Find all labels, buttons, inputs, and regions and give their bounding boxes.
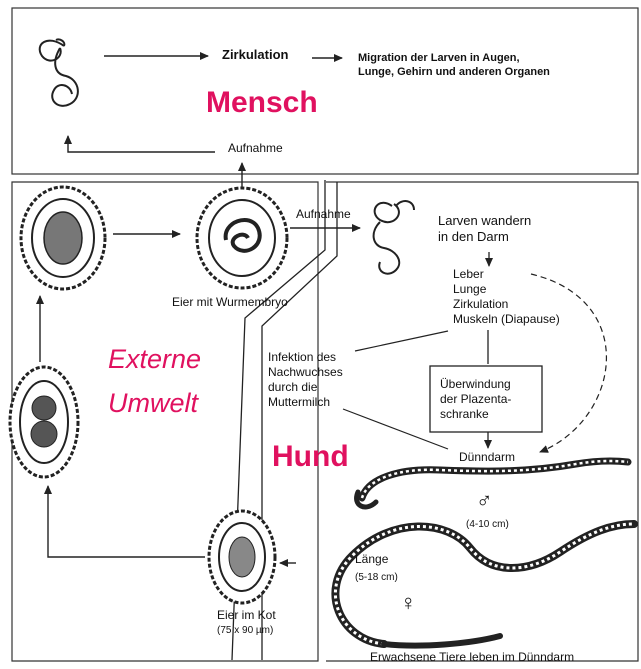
- migration-line-1: Migration der Larven in Augen,: [358, 52, 520, 65]
- egg-icon-1: [21, 187, 105, 289]
- arrow-ingestion-human: [68, 136, 215, 152]
- egg-icon-2: [197, 188, 287, 288]
- dog-ingestion-label: Aufnahme: [296, 208, 351, 222]
- offspring-line-1: Infektion des: [268, 351, 336, 365]
- human-ingestion-label: Aufnahme: [228, 142, 283, 156]
- organ-liver: Leber: [453, 268, 484, 282]
- egg-icon-4: [209, 511, 275, 603]
- offspring-line-4: Muttermilch: [268, 396, 330, 410]
- line-milk-infection: [355, 331, 448, 351]
- adults-caption: Erwachsene Tiere leben im Dünndarm: [370, 651, 574, 665]
- organ-muscles: Muskeln (Diapause): [453, 313, 560, 327]
- migration-line-2: Lunge, Gehirn und anderen Organen: [358, 66, 550, 79]
- dog-larva-icon: [374, 201, 414, 274]
- environment-title-line-2: Umwelt: [108, 388, 198, 419]
- female-size-label: (5-18 cm): [355, 572, 398, 584]
- offspring-line-3: durch die: [268, 381, 317, 395]
- placenta-line-2: der Plazenta-: [440, 393, 511, 407]
- eggs-embryo-label: Eier mit Wurmembryo: [172, 296, 288, 310]
- dog-title: Hund: [272, 440, 349, 475]
- human-box: [12, 8, 638, 174]
- female-worm-icon: [335, 524, 634, 646]
- placenta-line-3: schranke: [440, 408, 489, 422]
- eggs-feces-label: Eier im Kot: [217, 609, 276, 623]
- female-symbol: ♀: [400, 590, 417, 615]
- length-label: Länge: [355, 553, 388, 567]
- offspring-line-2: Nachwuchses: [268, 366, 343, 380]
- larvae-migrate-line-1: Larven wandern: [438, 214, 531, 229]
- egg-icon-3: [10, 367, 78, 477]
- male-symbol: ♂: [476, 488, 493, 513]
- placenta-line-1: Überwindung: [440, 378, 511, 392]
- male-size-label: (4-10 cm): [466, 519, 509, 531]
- circulation-label: Zirkulation: [222, 48, 288, 63]
- organ-circulation: Zirkulation: [453, 298, 508, 312]
- arrow-egg4-to-egg3: [48, 486, 205, 557]
- human-title: Mensch: [206, 86, 318, 121]
- small-intestine-label: Dünndarm: [459, 451, 515, 465]
- environment-title-line-1: Externe: [108, 344, 201, 375]
- egg-size-label: (75 x 90 µm): [217, 625, 273, 637]
- organ-lung: Lunge: [453, 283, 486, 297]
- human-larva-icon: [40, 39, 78, 105]
- larvae-migrate-line-2: in den Darm: [438, 230, 509, 245]
